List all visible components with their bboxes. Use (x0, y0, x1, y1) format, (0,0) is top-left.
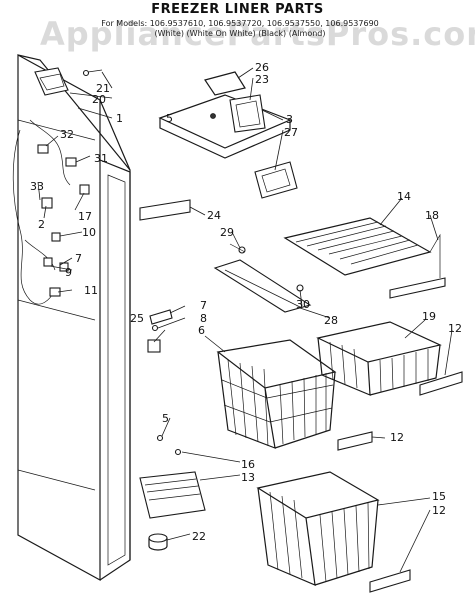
callout-6: 6 (198, 324, 205, 337)
callout-2: 2 (38, 218, 45, 231)
clip-part-25 (147, 339, 161, 353)
callout-5b: 5 (162, 412, 169, 425)
callout-7b: 7 (75, 252, 82, 265)
callout-17: 17 (78, 210, 92, 223)
diagram-title: FREEZER LINER PARTS (151, 2, 324, 17)
shelf-assembly-top (158, 71, 298, 199)
callout-1: 1 (116, 112, 123, 125)
callout-23: 23 (255, 73, 269, 86)
callout-3: 3 (286, 113, 293, 126)
wire-basket-part-19 (316, 321, 442, 396)
screw-part-8 (151, 324, 159, 332)
callout-16: 16 (241, 458, 255, 471)
foot-cap-part-22 (148, 533, 168, 551)
callout-21: 21 (96, 82, 110, 95)
callout-15: 15 (432, 490, 446, 503)
bottom-rail-part-13 (139, 448, 206, 519)
callout-19: 19 (422, 310, 436, 323)
wire-basket-part-15 (256, 471, 380, 586)
callout-22: 22 (192, 530, 206, 543)
model-numbers: For Models: 106.9537610, 106.9537720, 10… (101, 19, 379, 28)
callout-31: 31 (94, 152, 108, 165)
callout-26: 26 (255, 61, 269, 74)
callout-27: 27 (284, 126, 298, 139)
callout-20: 20 (92, 93, 106, 106)
callout-5a: 5 (166, 112, 173, 125)
callout-12b: 12 (390, 431, 404, 444)
callout-33: 33 (30, 180, 44, 193)
callout-25: 25 (130, 312, 144, 325)
callout-18: 18 (425, 209, 439, 222)
callout-12c: 12 (432, 504, 446, 517)
wire-basket-part-6 (216, 339, 337, 449)
callout-labels: 1 20 21 26 23 5 3 27 24 29 14 18 30 28 7… (30, 61, 462, 543)
rail-part-24 (139, 199, 191, 221)
callout-29: 29 (220, 226, 234, 239)
screw-part-5 (156, 434, 164, 442)
callout-14: 14 (397, 190, 411, 203)
callout-12a: 12 (448, 322, 462, 335)
freezer-liner-part (12, 53, 131, 582)
leader-lines (37, 67, 453, 573)
callout-11: 11 (84, 284, 98, 297)
callout-8: 8 (200, 312, 207, 325)
callout-10: 10 (82, 226, 96, 239)
wire-shelf-part-14 (283, 217, 446, 299)
callout-7a: 7 (200, 299, 207, 312)
callout-13: 13 (241, 471, 255, 484)
trim-part-12b (337, 431, 373, 451)
bracket-part-20 (34, 67, 103, 96)
bracket-part-7 (149, 309, 173, 325)
trim-part-12c (369, 569, 411, 593)
model-colors: (White) (White On White) (Black) (Almond… (154, 29, 326, 38)
callout-9: 9 (65, 266, 72, 279)
callout-32: 32 (60, 128, 74, 141)
callout-30: 30 (296, 298, 310, 311)
divider-rail-part-28 (213, 243, 312, 313)
trim-part-12a (419, 371, 463, 396)
callout-24: 24 (207, 209, 221, 222)
callout-28: 28 (324, 314, 338, 327)
